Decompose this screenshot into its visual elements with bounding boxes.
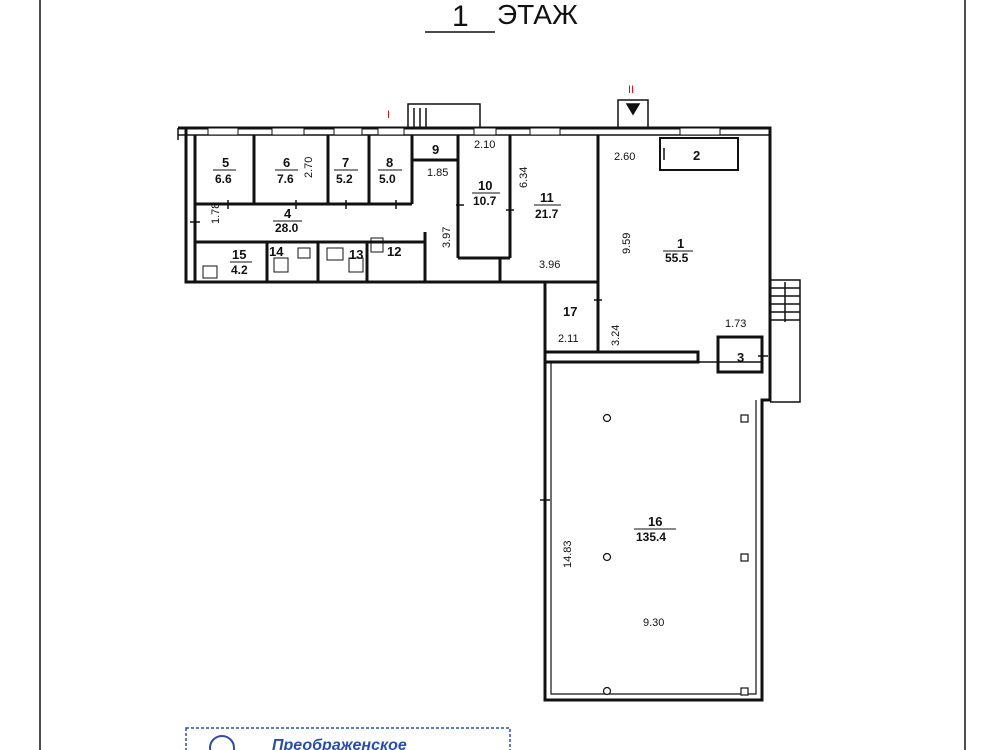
wall-room-2 (659, 137, 739, 171)
floor-label: ЭТАЖ (497, 0, 578, 30)
sink-14-icon (297, 247, 311, 259)
room-2-number: 2 (693, 148, 700, 163)
room-4-number: 4 (284, 206, 292, 221)
room-15-number: 15 (232, 247, 246, 262)
room-14-number: 14 (269, 244, 284, 259)
room-1-number: 1 (677, 236, 684, 251)
porch-north (617, 99, 649, 128)
room-10-number: 10 (478, 178, 492, 193)
fixture-12-icon (370, 237, 384, 253)
dim-2-60: 2.60 (614, 151, 635, 163)
toilet-14-icon (273, 257, 289, 273)
window-10 (473, 127, 497, 136)
entrance-arrow-icon (625, 103, 641, 116)
door-marks (190, 148, 768, 501)
dim-9-59: 9.59 (621, 233, 633, 254)
room-16-number: 16 (648, 514, 662, 529)
room-6-number: 6 (283, 155, 290, 170)
room-10-area: 10.7 (473, 194, 497, 208)
column-circle-icon (602, 552, 612, 562)
columns (602, 413, 749, 696)
room-8-area: 5.0 (379, 172, 396, 186)
room-7-number: 7 (342, 155, 349, 170)
room-1-area: 55.5 (665, 251, 689, 265)
dim-3-96: 3.96 (539, 259, 560, 271)
dim-2-10: 2.10 (474, 139, 495, 151)
section-mark-second: II (628, 84, 634, 96)
window-11 (529, 127, 561, 136)
window-6 (271, 127, 305, 136)
windows (207, 127, 721, 136)
window-8 (377, 127, 405, 136)
section-mark-first: I (387, 109, 390, 121)
dim-6-34: 6.34 (518, 167, 530, 188)
entrances (407, 99, 801, 403)
room-17-number: 17 (563, 304, 577, 319)
room-11-area: 21.7 (535, 207, 559, 221)
stamp: Преображенское (185, 727, 511, 750)
room-9-number: 9 (432, 142, 439, 157)
porch-west (407, 103, 481, 128)
dim-2-11: 2.11 (558, 333, 579, 345)
floor-number: 1 (452, 0, 469, 33)
stamp-text: Преображенское (272, 737, 407, 750)
fixtures (202, 237, 384, 279)
dim-1-85: 1.85 (427, 167, 448, 179)
dim-14-83: 14.83 (562, 540, 574, 568)
dim-1-78: 1.78 (210, 203, 222, 224)
room-13-number: 13 (349, 247, 363, 262)
walls (177, 126, 772, 702)
wall-1-16 (545, 350, 700, 364)
room-3-number: 3 (737, 350, 744, 365)
wall-16-inner (550, 362, 757, 695)
window-1 (679, 127, 721, 136)
stamp-frame (185, 727, 511, 750)
room-15-area: 4.2 (231, 263, 248, 277)
room-labels: 5 6.6 6 7.6 7 5.2 8 5.0 9 10 10.7 11 21.… (213, 142, 744, 544)
room-5-number: 5 (222, 155, 229, 170)
dim-3-97: 3.97 (441, 227, 453, 248)
dimension-labels: 2.70 1.85 2.10 6.34 2.60 1.78 3.97 3.96 … (210, 139, 746, 629)
room-4-area: 28.0 (275, 221, 299, 235)
column-square-icon (740, 553, 749, 562)
wall-room-3 (716, 335, 764, 374)
dim-1-73: 1.73 (725, 318, 746, 330)
outer-wall (178, 126, 772, 702)
toilet-13-icon (348, 257, 364, 273)
window-5 (207, 127, 239, 136)
window-7 (333, 127, 363, 136)
toilet-15-icon (202, 265, 218, 279)
column-circle-icon (602, 686, 612, 696)
stair-east (770, 279, 801, 403)
dim-9-30: 9.30 (643, 617, 664, 629)
room-7-area: 5.2 (336, 172, 353, 186)
column-square-icon (740, 687, 749, 696)
column-circle-icon (602, 413, 612, 423)
stamp-emblem-icon (209, 735, 235, 750)
room-5-area: 6.6 (215, 172, 232, 186)
room-6-area: 7.6 (277, 172, 294, 186)
room-16-area: 135.4 (636, 530, 666, 544)
room-8-number: 8 (386, 155, 393, 170)
column-square-icon (740, 414, 749, 423)
dim-2-70: 2.70 (303, 157, 315, 178)
dim-3-24: 3.24 (610, 325, 622, 346)
sink-13-icon (326, 247, 344, 261)
room-11-number: 11 (540, 190, 554, 205)
room-12-number: 12 (387, 244, 401, 259)
